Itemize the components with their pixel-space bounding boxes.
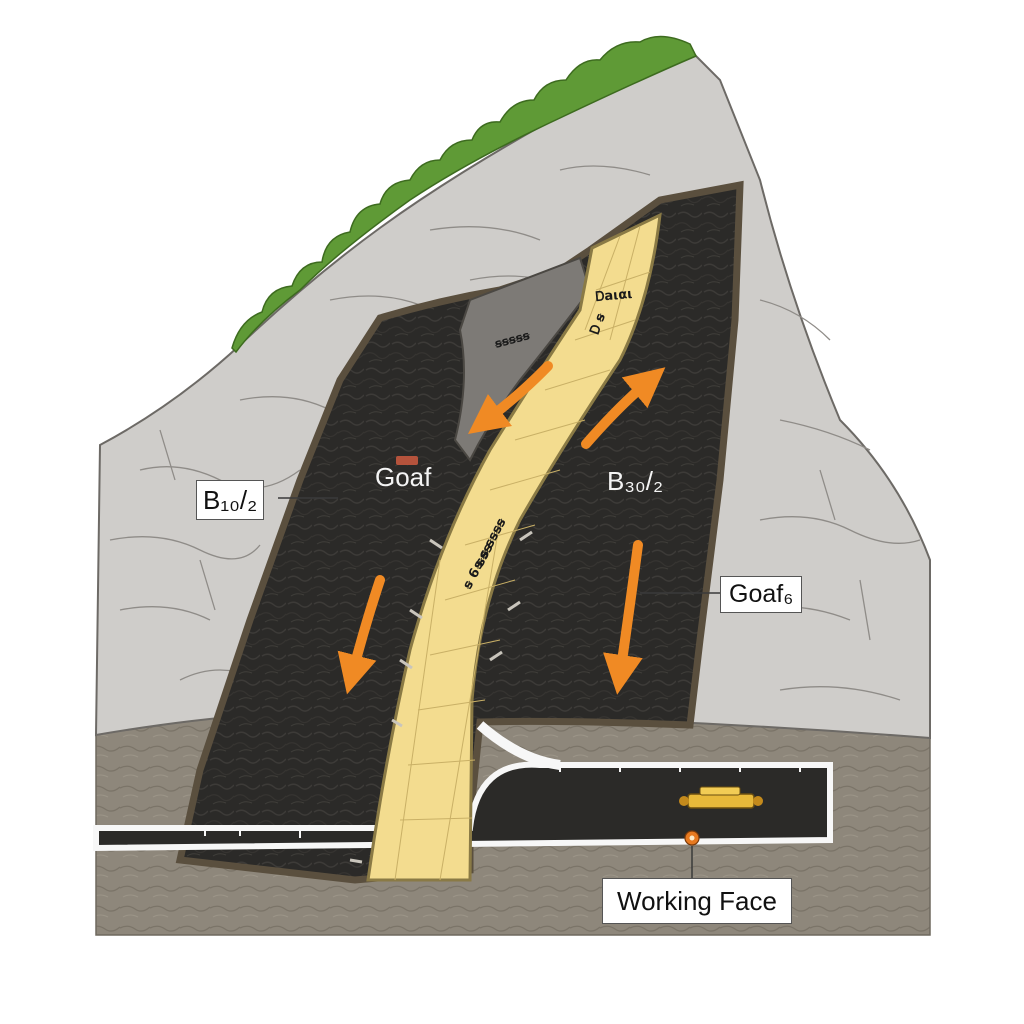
leader-lines	[278, 497, 720, 878]
roof-supports	[349, 530, 533, 864]
arrow-icon	[581, 367, 666, 449]
tunnel-ties	[204, 765, 801, 838]
miner-icon	[684, 830, 700, 846]
arrow-icon	[337, 575, 385, 695]
right-seam-label: B₃₀/₂	[607, 466, 664, 496]
working-face-label: Working Face	[602, 878, 792, 924]
seam-marking-upper: Ꭰ ꞩ	[588, 311, 609, 336]
vegetation	[231, 35, 698, 354]
marker-icon	[396, 456, 418, 465]
roadway-curve	[476, 721, 561, 770]
arrow-icon	[603, 540, 643, 695]
mining-machine-icon	[679, 786, 763, 809]
main-coal-seam	[366, 212, 662, 882]
left-seam-label: B₁₀/₂	[196, 480, 265, 520]
goaf-left-label: Goaf	[375, 462, 432, 492]
flow-arrows	[337, 361, 666, 695]
arrow-icon	[468, 361, 553, 435]
seam-grid	[394, 225, 651, 881]
seam-marking-top: Ꭰaιαι	[595, 287, 633, 305]
goaf-right-label: Goaf₆	[720, 576, 803, 613]
